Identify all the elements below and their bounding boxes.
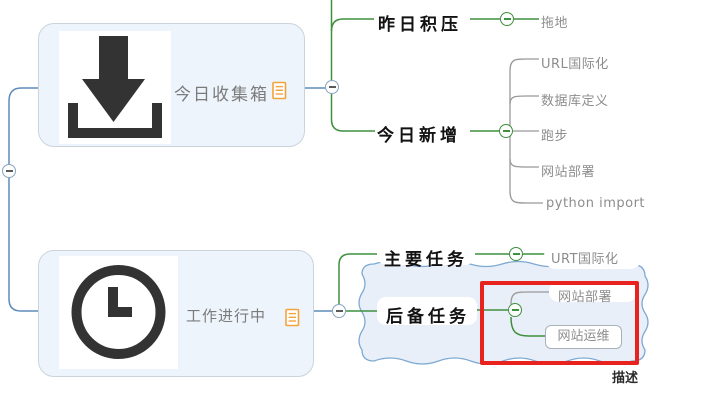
node-work-in-progress[interactable]: 工作进行中: [38, 250, 314, 377]
label-backplate: [377, 297, 477, 325]
node-image-frame: [59, 256, 178, 369]
label-backplate: [549, 281, 637, 302]
topic-backup-tasks[interactable]: 后备任务: [386, 307, 470, 327]
clock-icon: [71, 265, 166, 359]
notes-icon[interactable]: [285, 308, 300, 327]
topic-site-ops[interactable]: 网站运维: [545, 325, 622, 349]
collapse-button-wip[interactable]: [332, 304, 346, 318]
label-backplate: [377, 242, 475, 265]
topic-today-new[interactable]: 今日新增: [377, 126, 461, 146]
topic-urt-i18n[interactable]: URT国际化: [551, 252, 619, 267]
topic-url-i18n[interactable]: URL国际化: [541, 57, 609, 72]
description-label: 描述: [612, 371, 639, 386]
node-label[interactable]: 工作进行中: [186, 307, 267, 325]
topic-main-tasks[interactable]: 主要任务: [384, 250, 468, 270]
topic-running[interactable]: 跑步: [541, 129, 569, 144]
node-today-inbox[interactable]: 今日收集箱: [38, 23, 305, 147]
topic-mop-floor[interactable]: 拖地: [541, 16, 569, 31]
connector-root-trunk: [8, 87, 38, 312]
node-image-frame: [59, 31, 171, 144]
topic-yesterday-backlog[interactable]: 昨日积压: [378, 15, 462, 35]
collapse-button-yesterday[interactable]: [500, 12, 514, 26]
collapse-button-root[interactable]: [2, 164, 16, 178]
topic-db-definition[interactable]: 数据库定义: [541, 94, 609, 109]
notes-icon[interactable]: [272, 81, 287, 100]
branch-connectors: [330, 0, 548, 337]
collapse-button-backup-tasks[interactable]: [508, 303, 522, 317]
highlight-box: [480, 281, 639, 365]
download-inbox-icon: [68, 36, 162, 138]
collapse-button-inbox[interactable]: [325, 80, 339, 94]
topic-python-import[interactable]: python import: [546, 196, 646, 211]
label-backplate: [544, 244, 642, 269]
node-label[interactable]: 今日收集箱: [174, 85, 269, 105]
collapse-button-today-new[interactable]: [499, 124, 513, 138]
child-connectors: [509, 58, 556, 305]
topic-site-deploy-2[interactable]: 网站部署: [558, 290, 613, 305]
root-connectors: [8, 87, 333, 312]
collapse-button-main-tasks[interactable]: [509, 247, 523, 261]
topic-site-deploy[interactable]: 网站部署: [541, 165, 596, 180]
